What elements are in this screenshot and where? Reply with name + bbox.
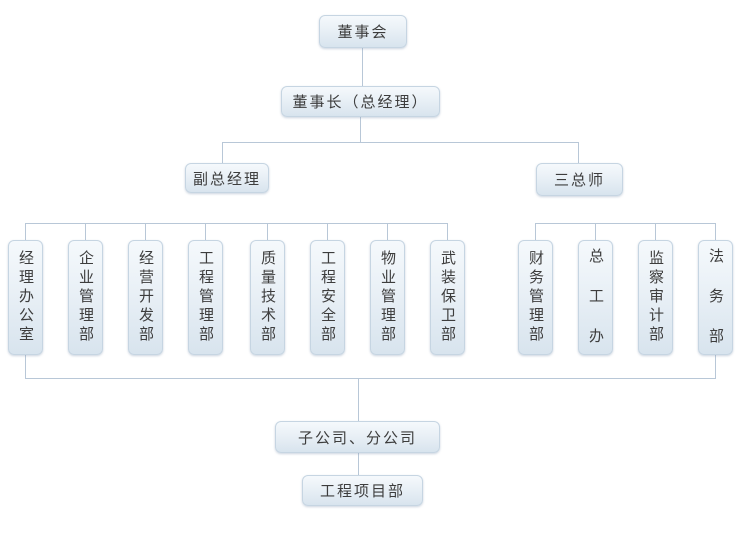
connector-stub xyxy=(145,223,146,240)
connector-stub xyxy=(535,223,536,240)
connector-stub xyxy=(715,223,716,240)
connector-board-chairman xyxy=(362,48,363,86)
node-subsidiaries: 子公司、分公司 xyxy=(275,421,440,453)
node-chairman: 董事长（总经理） xyxy=(281,86,440,117)
node-deputy-gm: 副总经理 xyxy=(185,163,269,193)
node-dept-armed-security: 武装保卫部 xyxy=(430,240,465,355)
connector-stub xyxy=(387,223,388,240)
node-dept-quality-technology: 质量技术部 xyxy=(250,240,285,355)
node-dept-property-management: 物业管理部 xyxy=(370,240,405,355)
node-dept-engineering-management: 工程管理部 xyxy=(188,240,223,355)
connector-subsidiaries-project xyxy=(358,453,359,475)
connector-stub xyxy=(25,223,26,240)
node-dept-enterprise-management: 企业管理部 xyxy=(68,240,103,355)
connector-stub xyxy=(85,223,86,240)
connector-stub xyxy=(267,223,268,240)
connector-to-subsidiaries xyxy=(358,378,359,421)
connector-split-horizontal xyxy=(222,142,579,143)
node-three-chiefs: 三总师 xyxy=(536,163,623,196)
connector-stub xyxy=(25,355,26,378)
node-project-department: 工程项目部 xyxy=(302,475,423,506)
node-board: 董事会 xyxy=(319,15,407,48)
node-dept-chief-engineer-office: 总 工 办 xyxy=(578,240,613,355)
connector-chief-group-horizontal xyxy=(535,223,716,224)
node-dept-business-development: 经营开发部 xyxy=(128,240,163,355)
node-dept-manager-office: 经理办公室 xyxy=(8,240,43,355)
connector-chairman-split xyxy=(360,117,361,142)
node-dept-supervision-audit: 监察审计部 xyxy=(638,240,673,355)
connector-deputy-group-horizontal xyxy=(25,223,448,224)
connector-to-deputy-gm xyxy=(222,142,223,163)
connector-stub xyxy=(595,223,596,240)
node-dept-legal-affairs: 法 务 部 xyxy=(698,240,733,355)
connector-stub xyxy=(447,223,448,240)
node-dept-financial-management: 财务管理部 xyxy=(518,240,553,355)
connector-to-three-chiefs xyxy=(578,142,579,163)
connector-stub xyxy=(715,355,716,378)
connector-stub xyxy=(327,223,328,240)
connector-stub xyxy=(205,223,206,240)
node-dept-engineering-safety: 工程安全部 xyxy=(310,240,345,355)
connector-stub xyxy=(655,223,656,240)
connector-bottom-horizontal xyxy=(25,378,716,379)
